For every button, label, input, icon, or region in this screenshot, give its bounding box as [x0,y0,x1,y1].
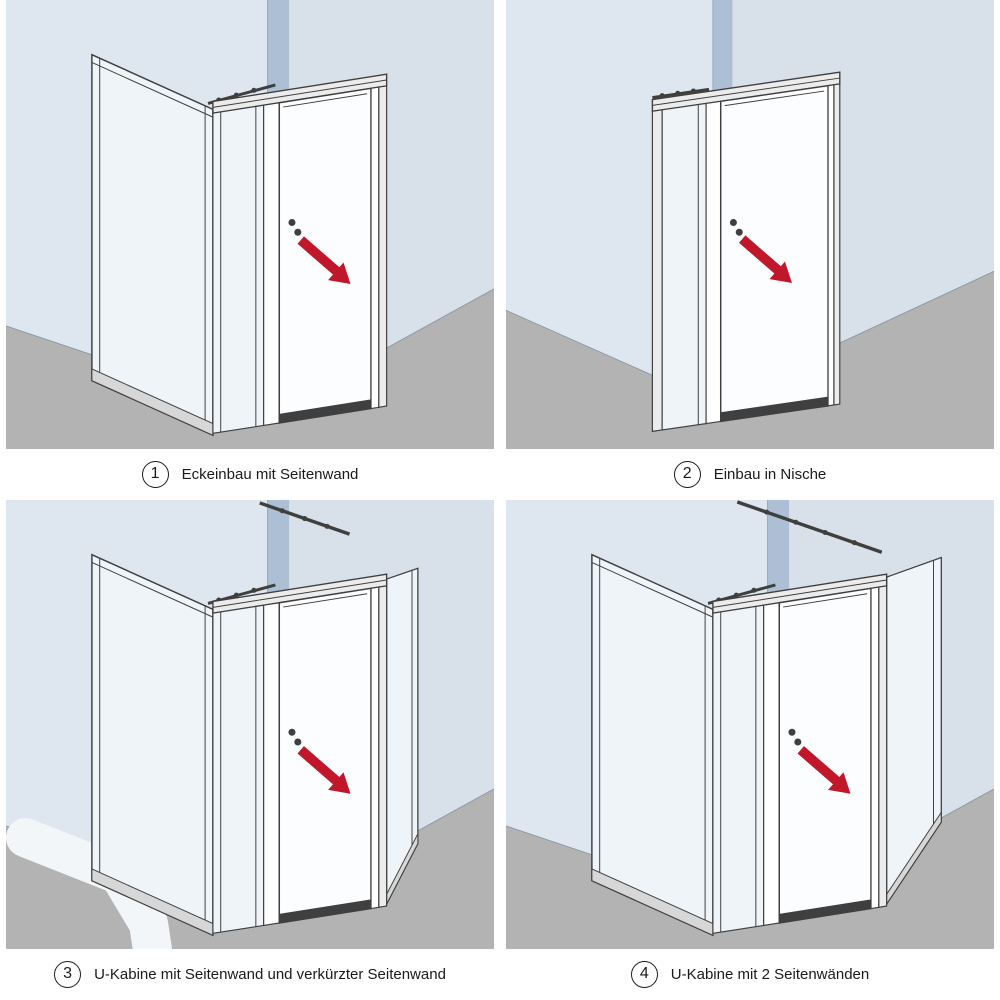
shower-door [778,587,872,924]
door-handle-icon [788,728,802,746]
direction-arrow-icon [797,746,851,794]
panel-caption: U-Kabine mit 2 Seitenwänden [670,965,870,983]
panel-number-badge: 2 [673,460,701,488]
wall-profile [651,109,663,433]
shower-door [278,587,372,924]
side-panel-glass [591,553,714,937]
hinge-profile [705,100,722,425]
shower-door [719,84,829,423]
panel-caption: Eckeinbau mit Seitenwand [181,465,359,483]
fixed-panel-glass [661,102,707,431]
fixed-panel-glass [212,104,265,435]
diagram-panel-4: 4 U-Kabine mit 2 Seitenwänden [500,500,1000,1000]
right-profile [870,585,888,910]
ceiling-support-bar [259,501,351,536]
ceiling-support-bar [736,500,883,554]
panel-number-badge: 1 [141,460,169,488]
fixed-panel-glass [212,604,265,935]
caption-2: 2 Einbau in Nische [506,449,994,500]
fixed-panel-glass [712,604,765,935]
direction-arrow-icon [297,236,351,285]
door-handle-icon [729,219,743,236]
panel-number-badge: 4 [630,960,658,988]
right-profile [827,83,841,407]
panel-number-badge: 3 [54,960,82,988]
side-panel-glass [91,553,214,937]
short-side-panel-glass [386,567,419,905]
diagram-panel-3: 3 U-Kabine mit Seitenwand und verkürzter… [0,500,500,1000]
hinge-profile [263,602,280,927]
side-panel-glass [91,53,214,437]
wall-clamps [652,87,710,100]
panel-caption: Einbau in Nische [713,465,827,483]
right-profile [370,85,388,410]
hinge-profile [763,602,780,927]
panel-caption: U-Kabine mit Seitenwand und verkürzter S… [94,965,446,983]
direction-arrow-icon [738,235,792,284]
hinge-profile [263,102,280,427]
caption-3: 3 U-Kabine mit Seitenwand und verkürzter… [6,949,494,1000]
right-profile [370,585,388,910]
door-handle-icon [288,219,302,236]
diagram-panel-2: 2 Einbau in Nische [500,0,1000,500]
shower-installation-diagram-3 [6,500,494,949]
door-handle-icon [288,728,302,746]
direction-arrow-icon [297,746,351,794]
shower-installation-diagram-1 [6,0,494,449]
shower-installation-diagram-2 [506,0,994,449]
caption-1: 1 Eckeinbau mit Seitenwand [6,449,494,500]
shower-installation-diagram-4 [506,500,994,949]
caption-4: 4 U-Kabine mit 2 Seitenwänden [506,949,994,1000]
diagram-panel-1: 1 Eckeinbau mit Seitenwand [0,0,500,500]
